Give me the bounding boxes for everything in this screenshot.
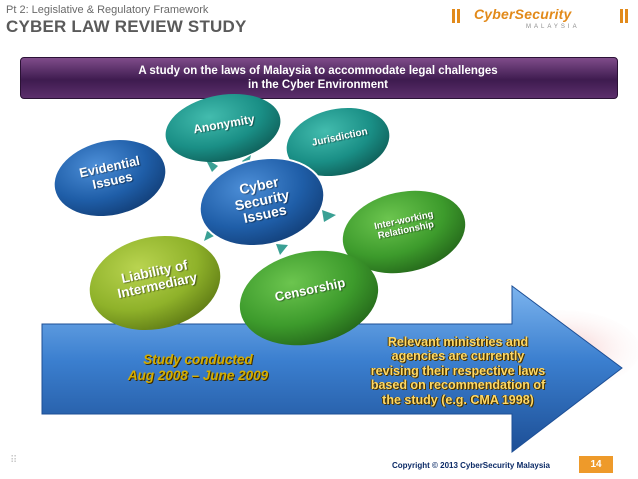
footer-decoration-icon: ⠿ <box>10 455 17 466</box>
copyright-text: Copyright © 2013 CyberSecurity Malaysia <box>392 461 550 470</box>
relevant-ministries-text: Relevant ministries and agencies are cur… <box>338 335 578 407</box>
study-conducted-text: Study conducted Aug 2008 – June 2009 <box>98 352 298 383</box>
page-number: 14 <box>579 459 613 470</box>
